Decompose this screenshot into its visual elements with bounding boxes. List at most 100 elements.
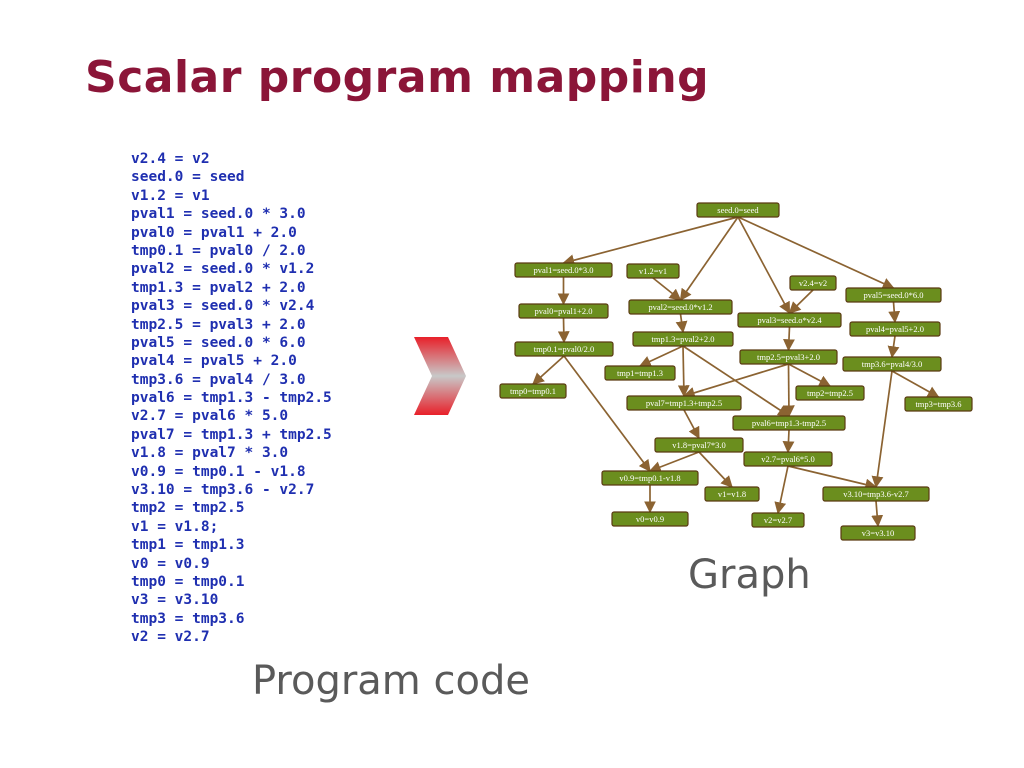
graph-caption: Graph [688, 552, 811, 598]
graph-node-seed0: seed.0=seed [696, 202, 780, 218]
graph-edge-tmp01-tmp0 [532, 355, 565, 385]
graph-node-label: tmp0.1=pval0/2.0 [534, 344, 595, 354]
graph-node-v0: v0=v0.9 [611, 511, 689, 527]
graph-edge-pval6-v27 [782, 429, 795, 454]
graph-node-label: seed.0=seed [717, 205, 759, 215]
graph-node-label: v1.2=v1 [639, 266, 667, 276]
graph-node-pval7: pval7=tmp1.3+tmp2.5 [626, 395, 742, 411]
graph-node-tmp2: tmp2=tmp2.5 [795, 385, 865, 401]
code-line: v3.10 = tmp3.6 - v2.7 [131, 482, 315, 499]
code-line: pval5 = seed.0 * 6.0 [131, 334, 306, 351]
code-line: v2.4 = v2 [131, 151, 210, 167]
graph-edge-tmp01-v09 [563, 355, 651, 472]
graph-edge-seed0-pval3 [737, 216, 791, 315]
graph-node-label: pval3=seed.o*v2.4 [757, 315, 822, 325]
graph-node-v24: v2.4=v2 [789, 275, 837, 291]
code-line: v1.2 = v1 [131, 187, 210, 204]
graph-node-label: v2.7=pval6*5.0 [761, 454, 814, 464]
graph-edge-pval7-v18 [683, 409, 700, 440]
graph-node-box [904, 396, 973, 412]
graph-node-box [743, 451, 833, 467]
graph-node-label: v3.10=tmp3.6-v2.7 [843, 489, 908, 499]
graph-node-box [499, 383, 567, 399]
graph-node-label: v0=v0.9 [636, 514, 664, 524]
graph-node-box [601, 470, 699, 486]
graph-node-box [845, 287, 942, 303]
graph-node-label: tmp0=tmp0.1 [510, 386, 556, 396]
graph-node-box [628, 299, 733, 315]
graph-node-box [737, 312, 842, 328]
graph-edge-pval3-tmp25 [783, 326, 795, 352]
graph-node-box [739, 349, 838, 365]
code-line: tmp2.5 = pval3 + 2.0 [131, 316, 306, 333]
graph-node-label: v1.8=pval7*3.0 [672, 440, 725, 450]
graph-node-v2: v2=v2.7 [751, 512, 805, 528]
graph-edge-tmp36-v310 [871, 370, 893, 489]
graph-edge-seed0-pval5 [737, 216, 895, 289]
code-line: pval7 = tmp1.3 + tmp2.5 [131, 426, 332, 443]
graph-node-label: pval6=tmp1.3-tmp2.5 [752, 418, 826, 428]
code-line: v1.8 = pval7 * 3.0 [131, 445, 289, 462]
code-line: tmp1.3 = pval2 + 2.0 [131, 279, 306, 296]
code-line: tmp1 = tmp1.3 [131, 537, 245, 554]
graph-node-pval0: pval0=pval1+2.0 [518, 303, 609, 319]
graph-edge-pval4-tmp36 [887, 335, 900, 359]
graph-node-v1: v1=v1.8 [704, 486, 760, 502]
graph-node-box [654, 437, 744, 453]
graph-edge-v18-v1 [698, 451, 733, 488]
graph-node-box [751, 512, 805, 528]
graph-node-label: v2.4=v2 [799, 278, 827, 288]
graph-node-label: v2=v2.7 [764, 515, 792, 525]
graph-node-v09: v0.9=tmp0.1-v1.8 [601, 470, 699, 486]
graph-node-pval3: pval3=seed.o*v2.4 [737, 312, 842, 328]
graph-node-box [611, 511, 689, 527]
graph-node-label: pval7=tmp1.3+tmp2.5 [646, 398, 722, 408]
graph-node-tmp1: tmp1=tmp1.3 [604, 365, 676, 381]
graph-node-tmp13: tmp1.3=pval2+2.0 [632, 331, 734, 347]
graph-node-label: tmp3=tmp3.6 [915, 399, 961, 409]
graph-node-box [696, 202, 780, 218]
graph-edge-v27-v2 [774, 465, 789, 515]
graph-node-box [822, 486, 930, 502]
code-line: pval4 = pval5 + 2.0 [131, 353, 297, 370]
graph-edge-pval5-pval4 [888, 301, 901, 324]
graph-node-tmp0: tmp0=tmp0.1 [499, 383, 567, 399]
code-line: v2.7 = pval6 * 5.0 [131, 408, 289, 425]
graph-edge-tmp25-pval7 [682, 363, 789, 399]
graph-edge-v18-v09 [648, 451, 700, 473]
graph-node-label: pval4=pval5+2.0 [866, 324, 924, 334]
graph-node-label: tmp2=tmp2.5 [807, 388, 853, 398]
graph-node-label: tmp2.5=pval3+2.0 [757, 352, 820, 362]
code-line: v2 = v2.7 [131, 629, 210, 646]
graph-node-box [514, 262, 613, 278]
graph-node-box [840, 525, 916, 541]
code-line: pval3 = seed.0 * v2.4 [131, 298, 315, 315]
code-line: pval6 = tmp1.3 - tmp2.5 [131, 390, 332, 407]
code-line: tmp3.6 = pval4 / 3.0 [131, 371, 306, 388]
code-line: v0 = v0.9 [131, 555, 210, 572]
graph-node-v3: v3=v3.10 [840, 525, 916, 541]
code-line: pval1 = seed.0 * 3.0 [131, 206, 306, 223]
code-line: pval0 = pval1 + 2.0 [131, 224, 297, 241]
slide-title: Scalar program mapping [85, 52, 710, 103]
graph-edge-v310-v3 [871, 500, 884, 528]
code-line: v1 = v1.8; [131, 518, 219, 535]
graph-edge-tmp13-tmp1 [638, 345, 684, 367]
graph-node-label: tmp1.3=pval2+2.0 [652, 334, 715, 344]
code-line: tmp3 = tmp3.6 [131, 610, 245, 627]
graph-node-pval2: pval2=seed.0*v1.2 [628, 299, 733, 315]
graph-node-tmp25: tmp2.5=pval3+2.0 [739, 349, 838, 365]
code-line: v3 = v3.10 [131, 592, 219, 609]
graph-edge-v27-v310 [787, 465, 878, 491]
graph-node-box [842, 356, 942, 372]
graph-node-label: tmp3.6=pval4/3.0 [862, 359, 923, 369]
graph-edge-pval0-tmp01 [557, 317, 570, 344]
graph-node-label: v3=v3.10 [862, 528, 894, 538]
graph-edge-tmp25-tmp2 [788, 363, 832, 387]
graph-node-box [626, 395, 742, 411]
graph-node-label: pval5=seed.0*6.0 [863, 290, 923, 300]
program-code-caption: Program code [252, 658, 530, 704]
graph-node-label: v1=v1.8 [718, 489, 746, 499]
graph-node-box [514, 341, 614, 357]
graph-edge-pval2-tmp13 [675, 313, 688, 334]
